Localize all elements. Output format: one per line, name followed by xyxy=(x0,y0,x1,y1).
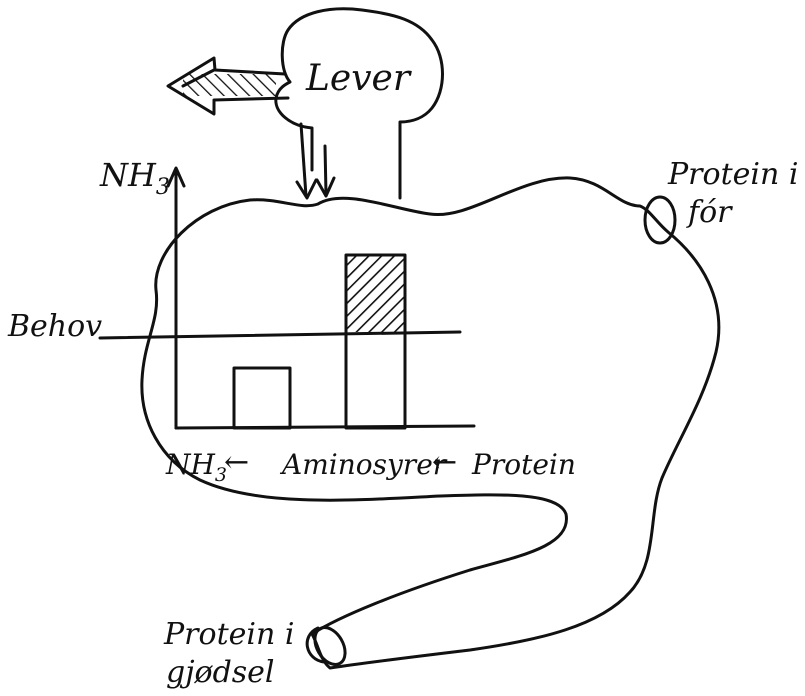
behov-label: Behov xyxy=(7,309,102,344)
protein-i-gjodsel-label-line1: Protein i xyxy=(163,617,294,652)
rumen-outline xyxy=(142,178,719,668)
flow-nh3-label: NH3 xyxy=(165,448,227,486)
nh3-axis-label: NH3 xyxy=(99,156,170,200)
flow-aminosyrer-label: Aminosyrer xyxy=(279,448,448,481)
flow-arrow-left-2: ← xyxy=(432,445,457,480)
flow-arrow-left-1: ← xyxy=(224,445,249,480)
flow-protein-label: Protein xyxy=(471,448,576,481)
liver-outline xyxy=(276,9,443,198)
conversion-flow: NH3 ← Aminosyrer ← Protein xyxy=(165,445,576,486)
manure-outlet xyxy=(307,622,351,670)
lever-label: Lever xyxy=(305,58,412,99)
chart-axes xyxy=(168,168,474,428)
liver-export-arrow xyxy=(168,58,288,114)
protein-i-for-label-line2: fór xyxy=(686,195,733,230)
rumen-to-liver-arrows xyxy=(297,124,334,198)
protein-i-for-label-line1: Protein i xyxy=(667,157,798,192)
low-bar xyxy=(234,368,290,428)
protein-i-gjodsel-label-line2: gjødsel xyxy=(166,655,275,690)
high-bar xyxy=(346,255,405,428)
feed-entry xyxy=(645,197,675,243)
